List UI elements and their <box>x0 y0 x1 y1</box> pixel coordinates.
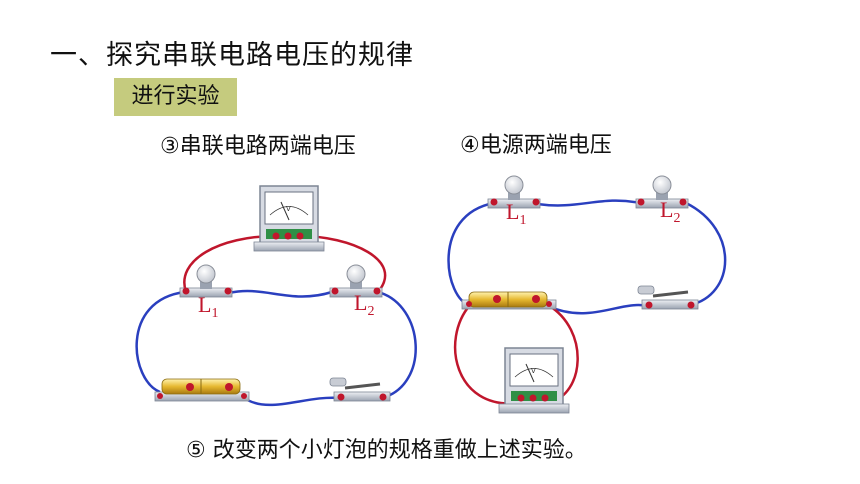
battery <box>154 378 250 402</box>
switch-right <box>637 285 699 310</box>
wire-blue <box>228 289 333 298</box>
lamp-L2-right <box>635 175 689 209</box>
left-circuit: V L1 L2 <box>135 185 417 407</box>
right-circuit: L1 L2 V <box>447 175 727 414</box>
lamp-L1-right <box>487 175 541 209</box>
switch <box>329 377 391 402</box>
battery-right <box>461 291 557 310</box>
voltmeter-unit: V <box>286 205 291 213</box>
lamp-L1 <box>179 264 233 298</box>
wire-blue <box>243 396 341 407</box>
lamp-L2 <box>329 264 383 298</box>
bottom-instruction: ⑤ 改变两个小灯泡的规格重做上述实验。 <box>186 438 587 463</box>
wire-blue <box>135 290 186 394</box>
wire-blue <box>377 290 417 400</box>
label-L1: L1 <box>198 292 218 321</box>
voltmeter-right: V <box>498 347 570 414</box>
wire-blue <box>547 303 649 315</box>
page-title: 一、探究串联电路电压的规律 <box>50 40 414 71</box>
voltmeter: V <box>253 185 325 252</box>
section-tag: 进行实验 <box>114 78 237 116</box>
wire-red <box>453 304 519 405</box>
wire-blue <box>685 201 727 307</box>
wire-blue <box>536 199 641 207</box>
label-L1-right: L1 <box>506 199 526 228</box>
label-L2-right: L2 <box>660 197 680 226</box>
wire-red <box>183 234 277 293</box>
left-caption: ③串联电路两端电压 <box>160 134 356 159</box>
voltmeter-unit-right: V <box>531 367 536 375</box>
label-L2: L2 <box>354 290 374 319</box>
wire-blue <box>447 201 495 307</box>
right-caption: ④电源两端电压 <box>460 133 612 158</box>
